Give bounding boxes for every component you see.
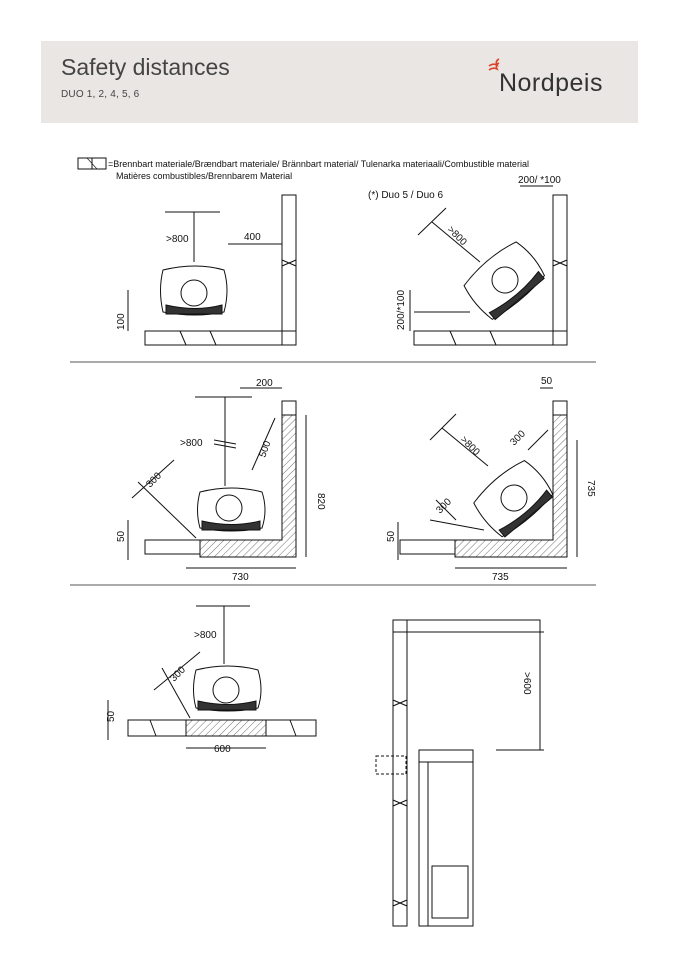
flame-icon: [488, 58, 500, 71]
dim-left-clearance: 200/*100: [396, 290, 407, 330]
dim-left-clearance: 50: [106, 710, 117, 722]
legend-line-2: Matières combustibles/Brennbarem Materia…: [116, 171, 292, 181]
diagram-corner-parallel: [127, 194, 297, 346]
dim-side-clearance: 500: [257, 439, 273, 459]
diagram-side-view: [375, 619, 544, 927]
dim-back-clearance: 100: [116, 313, 127, 330]
diagram-protected-corner-angled: [397, 387, 578, 569]
diagram-corner-angled: [409, 185, 568, 346]
dim-left-clearance: 50: [116, 530, 127, 542]
dim-left-clearance: 50: [386, 530, 397, 542]
page-title: Safety distances: [61, 54, 230, 80]
dim-floor-width: 600: [214, 744, 231, 755]
dim-floor-width: 735: [492, 572, 509, 583]
dim-front-clearance: >800: [166, 234, 189, 245]
dim-wall-height: 735: [585, 480, 596, 497]
diagram-wall-protected: [107, 605, 317, 749]
dim-diagonal-clearance: 300: [144, 470, 164, 490]
model-list: DUO 1, 2, 4, 5, 6: [61, 89, 140, 100]
dim-top-clearance: 200/ *100: [518, 175, 561, 186]
dim-side-clearance: 300: [508, 428, 528, 448]
dim-diagonal-clearance: 300: [168, 664, 188, 684]
brand-logo: Nordpeis: [498, 69, 603, 97]
dim-floor-width: 730: [232, 572, 249, 583]
dim-ceiling-clearance: >600: [521, 672, 532, 695]
diagram-protected-corner: [127, 387, 307, 569]
dim-rear-diagonal-clearance: 300: [434, 496, 454, 516]
dim-top-clearance: 50: [541, 376, 553, 387]
legend-line-1: =Brennbart materiale/Brændbart materiale…: [108, 159, 529, 169]
legend: =Brennbart materiale/Brændbart materiale…: [77, 157, 529, 181]
dim-diagonal-clearance: >800: [458, 434, 482, 458]
dim-side-clearance: 400: [244, 232, 261, 243]
dim-wall-height: 820: [315, 493, 326, 510]
dim-front-clearance: >800: [180, 438, 203, 449]
model-note: (*) Duo 5 / Duo 6: [368, 190, 443, 201]
dim-top-clearance: 200: [256, 378, 273, 389]
dim-front-clearance: >800: [194, 630, 217, 641]
header-banner: Safety distances DUO 1, 2, 4, 5, 6 Nordp…: [41, 41, 638, 123]
